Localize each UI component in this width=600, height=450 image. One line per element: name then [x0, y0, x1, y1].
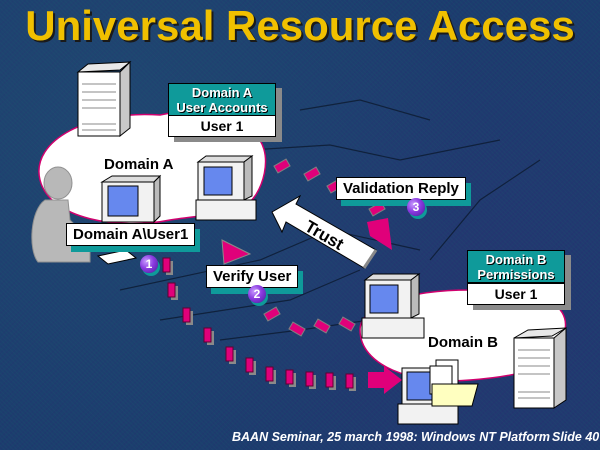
trust-arrow[interactable] [271, 194, 378, 269]
packet [162, 257, 171, 273]
login-label: Domain A\User1 [66, 223, 196, 246]
step-3-badge: 3 [407, 198, 425, 216]
domain-b-label: Domain B [428, 334, 499, 351]
packet [303, 166, 321, 182]
packet [345, 373, 354, 389]
domain-a-accounts-header: Domain A User Accounts [168, 83, 276, 116]
server-icon-domain-b [513, 326, 567, 409]
workstation-icon-resource [397, 367, 459, 425]
packet [203, 327, 212, 343]
packet [182, 307, 191, 323]
folder-icon [429, 359, 479, 407]
verify-user-label: Verify User [206, 265, 299, 288]
server-icon-domain-a [76, 60, 132, 138]
packet [305, 371, 314, 387]
packet [285, 369, 294, 385]
footer-text: BAAN Seminar, 25 march 1998: Windows NT … [232, 430, 551, 444]
domain-a-label: Domain A [104, 156, 174, 173]
packet [325, 372, 334, 388]
packet [288, 321, 306, 337]
domain-a-accounts-value: User 1 [168, 115, 276, 137]
slide-title: Universal Resource Access [25, 2, 575, 49]
workstation-icon-domain-b [361, 273, 425, 339]
workstation-icon-user [96, 174, 162, 265]
packet [313, 318, 331, 334]
packet [265, 366, 274, 382]
user-person-icon [31, 166, 91, 263]
packet [338, 316, 356, 332]
packet [245, 357, 254, 373]
arrow-to-resource [368, 366, 402, 394]
permissions-header-line2: Permissions [477, 267, 555, 282]
packet [225, 346, 234, 362]
arrow-validation-reply [367, 218, 392, 250]
step-1-badge: 1 [140, 255, 158, 273]
domain-b-permissions-header: Domain B Permissions [467, 250, 565, 283]
arrow-verify [221, 239, 252, 265]
accounts-header-line1: Domain A [191, 85, 253, 100]
packet [263, 306, 281, 322]
accounts-header-line2: User Accounts [176, 100, 268, 115]
workstation-icon-domain-a [195, 155, 257, 221]
packet [167, 282, 176, 298]
packets [162, 158, 386, 391]
permissions-header-line1: Domain B [485, 252, 547, 267]
step-2-badge: 2 [248, 285, 266, 303]
domain-b-permissions-value: User 1 [467, 283, 565, 305]
packet [273, 158, 291, 174]
slide-number: Slide 40 [552, 430, 600, 444]
packet [368, 201, 386, 217]
validation-reply-label: Validation Reply [336, 177, 466, 200]
